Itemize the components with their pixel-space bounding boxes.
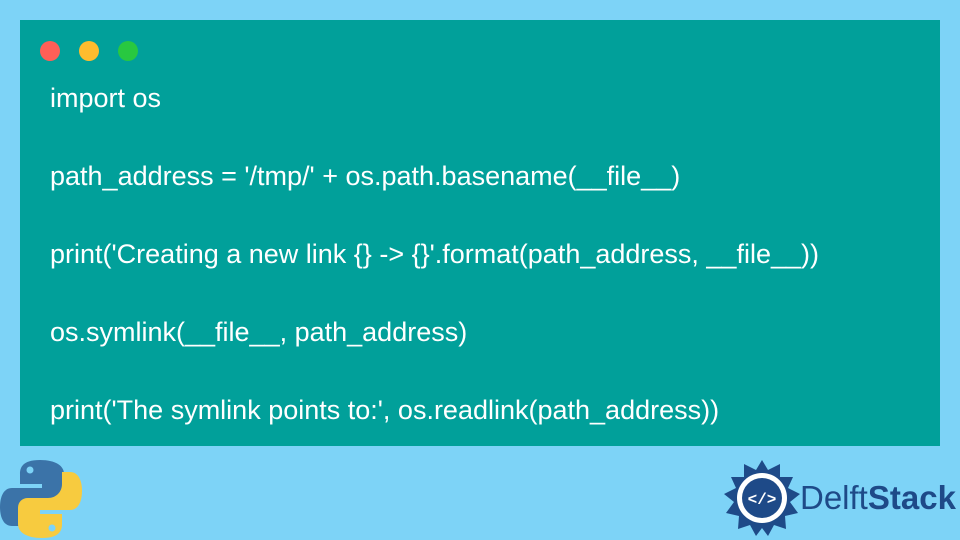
brand-name: DelftStack xyxy=(800,479,956,517)
code-line: import os xyxy=(50,83,162,113)
python-logo-icon xyxy=(0,460,82,538)
brand-name-part-one: Delft xyxy=(800,479,868,516)
close-dot-icon[interactable] xyxy=(40,41,60,61)
minimize-dot-icon[interactable] xyxy=(79,41,99,61)
code-block: import os path_address = '/tmp/' + os.pa… xyxy=(50,80,819,470)
brand-name-part-two: Stack xyxy=(867,479,956,516)
code-brackets-icon: </> xyxy=(724,460,800,536)
code-window xyxy=(20,20,940,446)
window-controls xyxy=(40,41,138,61)
code-line: os.symlink(__file__, path_address) xyxy=(50,317,468,347)
svg-text:</>: </> xyxy=(748,491,777,509)
delftstack-logo[interactable]: </> DelftStack xyxy=(722,458,956,538)
code-line: print('The symlink points to:', os.readl… xyxy=(50,395,720,425)
code-line: path_address = '/tmp/' + os.path.basenam… xyxy=(50,161,681,191)
code-line: print('Creating a new link {} -> {}'.for… xyxy=(50,239,819,269)
maximize-dot-icon[interactable] xyxy=(118,41,138,61)
